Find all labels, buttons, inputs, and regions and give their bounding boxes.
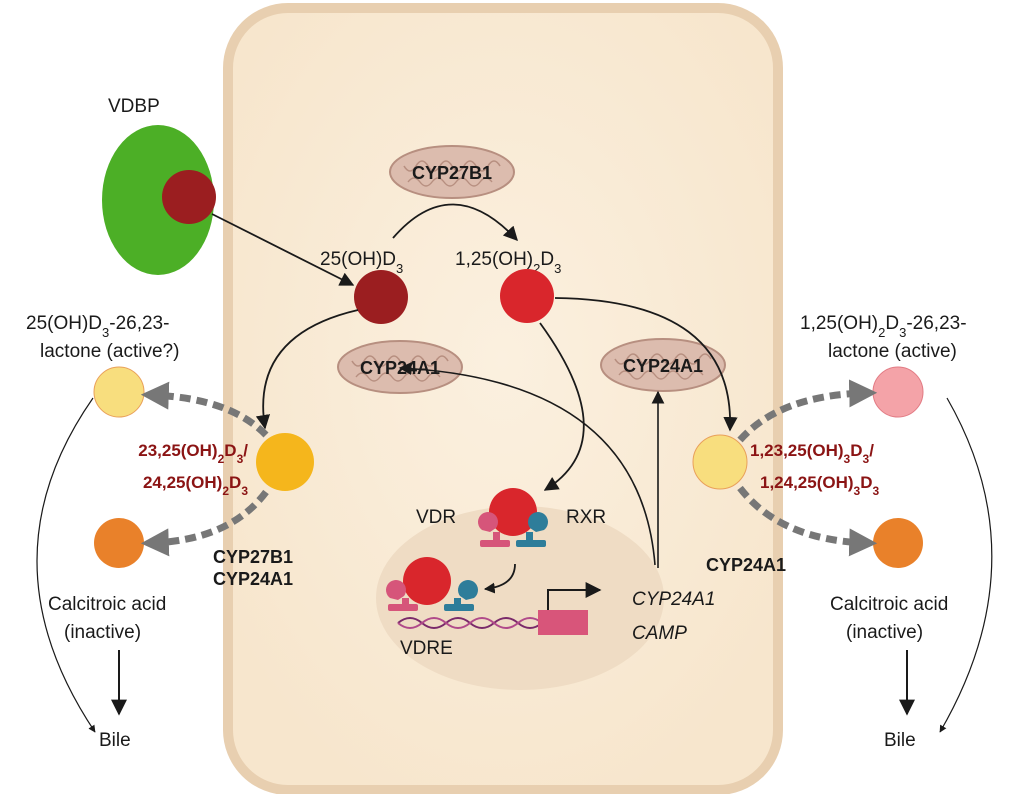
vdbp-label: VDBP xyxy=(108,96,160,117)
label-calcitroic-left-line1: Calcitroic acid xyxy=(48,594,166,615)
label-125oh2d3: 1,25(OH)2D3 xyxy=(455,249,561,276)
circle-lactone-right xyxy=(872,366,924,418)
label-lactone-left-line1: 25(OH)D3-26,23- xyxy=(26,313,169,340)
vdr-receptor xyxy=(478,512,510,547)
rxr-receptor xyxy=(516,512,549,547)
rxr-receptor-nucleus xyxy=(444,580,478,611)
enzyme-cyp27b1-top: CYP27B1 xyxy=(412,163,492,183)
vdbp-bound-25ohd3 xyxy=(162,170,216,224)
arrow-lactone-right-to-bile xyxy=(939,397,993,733)
label-metabolite-right-line1: 1,23,25(OH)3D3/ xyxy=(750,441,874,466)
arrow-25ohd3-to-left-metabolite xyxy=(255,309,359,430)
label-metabolite-left-line2: 24,25(OH)2D3 xyxy=(143,473,248,498)
arrow-gene-to-cyp24a1-left xyxy=(398,362,656,566)
transcription-start-arrow xyxy=(547,582,602,610)
vdr-receptor-nucleus xyxy=(386,580,418,611)
circle-125oh2d3 xyxy=(500,269,554,323)
label-lactone-left-line2: lactone (active?) xyxy=(40,341,179,362)
label-lactone-right-line2: lactone (active) xyxy=(828,341,957,362)
enzyme-cyp27b1-bottom-left: CYP27B1 xyxy=(213,547,293,567)
circle-123-124-25oh3d3 xyxy=(692,434,748,490)
circle-calcitroic-right xyxy=(873,518,923,568)
label-bile-left: Bile xyxy=(99,730,131,751)
gene-label-cyp24a1: CYP24A1 xyxy=(632,589,715,610)
label-bile-right: Bile xyxy=(884,730,916,751)
arrow-125oh2d3-to-right-metabolite xyxy=(554,297,738,432)
vdbp-protein xyxy=(102,125,214,275)
vdr-ligand-nucleus-circle xyxy=(403,557,451,605)
enzyme-cyp24a1-bottom-left: CYP24A1 xyxy=(213,569,293,589)
arrow-vdr-to-dna xyxy=(483,563,516,594)
nucleus xyxy=(376,506,664,690)
dashed-arrow-left-to-calcitroic xyxy=(140,489,269,557)
dashed-arrow-right-to-calcitroic xyxy=(737,485,878,557)
label-25ohd3: 25(OH)D3 xyxy=(320,249,403,276)
label-lactone-right-line1: 1,25(OH)2D3-26,23- xyxy=(800,313,967,340)
enzyme-cyp24a1-right: CYP24A1 xyxy=(623,356,703,376)
promoter-box xyxy=(538,610,588,635)
circle-25ohd3 xyxy=(354,270,408,324)
circle-2325-2425-oh2d3 xyxy=(256,433,314,491)
circle-lactone-left xyxy=(93,366,145,418)
dashed-arrow-left-to-lactone xyxy=(140,381,269,438)
label-calcitroic-left-line2: (inactive) xyxy=(64,622,141,643)
arrow-25ohd3-to-125oh2d3 xyxy=(392,203,518,242)
arrow-lactone-left-to-bile xyxy=(36,397,96,733)
label-calcitroic-right-line1: Calcitroic acid xyxy=(830,594,948,615)
label-vdre: VDRE xyxy=(400,638,453,659)
enzyme-cyp24a1-bottom-right: CYP24A1 xyxy=(706,555,786,575)
label-metabolite-right-line2: 1,24,25(OH)3D3 xyxy=(760,473,880,498)
vdr-ligand-circle xyxy=(489,488,537,536)
gene-label-camp: CAMP xyxy=(632,623,687,644)
dashed-arrow-right-to-lactone xyxy=(737,379,878,443)
circle-calcitroic-left xyxy=(94,518,144,568)
label-rxr: RXR xyxy=(566,507,606,528)
label-vdr: VDR xyxy=(416,507,456,528)
label-metabolite-left-line1: 23,25(OH)2D3/ xyxy=(138,441,248,466)
label-calcitroic-right-line2: (inactive) xyxy=(846,622,923,643)
arrow-vdbp-to-25ohd3 xyxy=(211,213,355,286)
